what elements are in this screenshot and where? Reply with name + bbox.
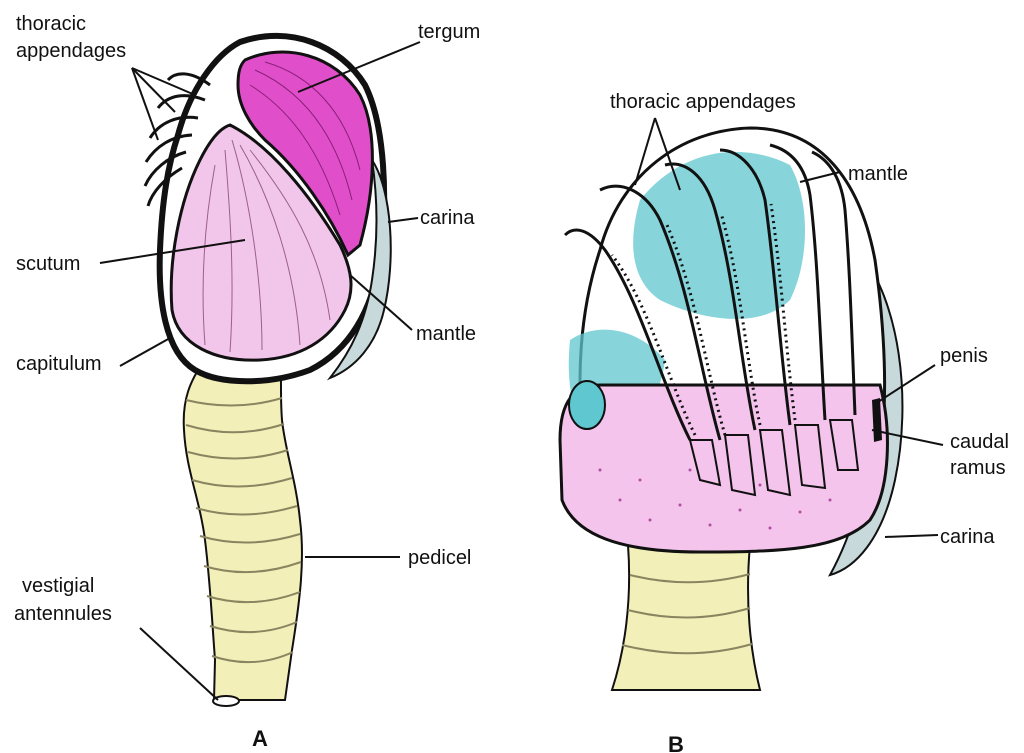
panel-b-mouth <box>569 381 605 429</box>
label-vestigial-antennules-line2: antennules <box>14 603 112 625</box>
label-caudal-ramus-line2: ramus <box>950 457 1006 479</box>
antennule-tip <box>213 696 239 706</box>
label-thoracic-appendages-a-line1: thoracic <box>16 13 86 35</box>
label-carina-a: carina <box>420 207 475 229</box>
panel-letter-a: A <box>252 726 268 751</box>
label-thoracic-appendages-b: thoracic appendages <box>610 91 796 113</box>
label-tergum: tergum <box>418 21 480 43</box>
pedicel-shape <box>184 360 302 700</box>
label-caudal-ramus-line1: caudal <box>950 431 1009 453</box>
label-penis: penis <box>940 345 988 367</box>
label-scutum: scutum <box>16 253 80 275</box>
label-pedicel: pedicel <box>408 547 471 569</box>
label-thoracic-appendages-a-line2: appendages <box>16 40 126 62</box>
label-capitulum: capitulum <box>16 353 102 375</box>
label-vestigial-antennules-line1: vestigial <box>22 575 94 597</box>
label-carina-b: carina <box>940 526 995 548</box>
panel-b-drawing <box>560 128 902 690</box>
label-mantle-a: mantle <box>416 323 476 345</box>
panel-letter-b: B <box>668 732 684 753</box>
label-mantle-b: mantle <box>848 163 908 185</box>
panel-a-drawing <box>145 36 391 706</box>
